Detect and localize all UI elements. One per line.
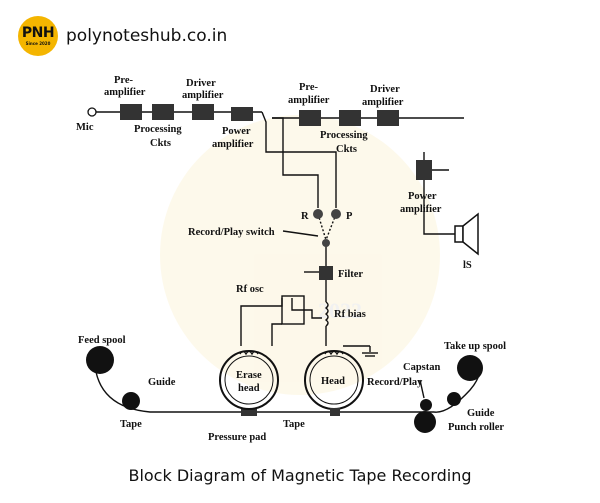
- guide-left-icon: [122, 392, 140, 410]
- label-guide-right: Guide: [467, 408, 495, 419]
- label-driver-amplifier-1-a: Driver: [186, 78, 216, 89]
- label-ls: lS: [463, 260, 472, 271]
- label-rf-osc: Rf osc: [236, 284, 264, 295]
- label-record-play-switch: Record/Play switch: [188, 227, 275, 238]
- guide-right-icon: [447, 392, 461, 406]
- switch-contact-r: [313, 209, 323, 219]
- label-erase-head-b: head: [238, 383, 260, 394]
- label-capstan: Capstan: [403, 362, 441, 373]
- label-punch-roller: Punch roller: [448, 422, 504, 433]
- watermark-year: 2022: [318, 298, 362, 323]
- label-driver-amplifier-2-b: amplifier: [362, 97, 404, 108]
- power-amplifier-1-block: [231, 107, 253, 121]
- power-amplifier-2-block: [416, 160, 432, 180]
- label-processing-1-a: Processing: [134, 124, 182, 135]
- pnh-logo-icon: PNH Since 2020: [18, 16, 58, 56]
- pre-amplifier-1-block: [120, 104, 142, 120]
- processing-2-block: [339, 110, 361, 126]
- mic-input-icon: [87, 107, 97, 117]
- label-p: P: [346, 211, 353, 222]
- label-guide-left: Guide: [148, 377, 176, 388]
- label-pre-amplifier-1-a: Pre-: [114, 75, 134, 86]
- label-processing-2-a: Processing: [320, 130, 368, 141]
- processing-1-block: [152, 104, 174, 120]
- label-power-amplifier-2-b: amplifier: [400, 204, 442, 215]
- label-tape-left: Tape: [120, 419, 142, 430]
- site-header: PNH Since 2020 polynoteshub.co.in: [18, 16, 227, 56]
- label-power-amplifier-2-a: Power: [408, 191, 437, 202]
- diagram-caption: Block Diagram of Magnetic Tape Recording: [128, 466, 472, 485]
- loudspeaker-icon: [454, 212, 479, 256]
- label-rf-bias: Rf bias: [334, 309, 366, 320]
- switch-pivot: [322, 239, 330, 247]
- label-pressure-pad: Pressure pad: [208, 432, 266, 443]
- driver-amplifier-1-block: [192, 104, 214, 120]
- erase-head-icon: [219, 350, 279, 410]
- take-up-spool-icon: [457, 355, 483, 381]
- label-take-up-spool: Take up spool: [444, 341, 506, 352]
- label-power-amplifier-1-a: Power: [222, 126, 251, 137]
- diagram-labels: Pre- amplifier Driver amplifier Mic Proc…: [76, 75, 506, 443]
- logo-text: PNH: [21, 25, 55, 41]
- feed-spool-icon: [86, 346, 114, 374]
- driver-amplifier-2-block: [377, 110, 399, 126]
- label-tape-mid: Tape: [283, 419, 305, 430]
- label-feed-spool: Feed spool: [78, 335, 126, 346]
- label-filter: Filter: [338, 269, 363, 280]
- label-power-amplifier-1-b: amplifier: [212, 139, 254, 150]
- label-pre-amplifier-2-a: Pre-: [299, 82, 319, 93]
- label-r: R: [301, 211, 309, 222]
- label-processing-2-b: Ckts: [336, 144, 357, 155]
- watermark: 2022: [160, 115, 440, 395]
- switch-contact-p: [331, 209, 341, 219]
- blocks: [120, 104, 432, 416]
- logo-small-text: Since 2020: [25, 41, 51, 46]
- capstan-icon: [420, 399, 432, 411]
- pre-amplifier-2-block: [299, 110, 321, 126]
- label-head: Head: [321, 376, 345, 387]
- site-name[interactable]: polynoteshub.co.in: [66, 26, 228, 46]
- pressure-pad-block: [241, 408, 257, 416]
- label-record-play: Record/Play: [367, 377, 423, 388]
- label-driver-amplifier-1-b: amplifier: [182, 90, 224, 101]
- label-processing-1-b: Ckts: [150, 138, 171, 149]
- label-mic: Mic: [76, 122, 94, 133]
- filter-block: [319, 266, 333, 280]
- label-pre-amplifier-1-b: amplifier: [104, 87, 146, 98]
- label-erase-head-a: Erase: [236, 370, 262, 381]
- label-driver-amplifier-2-a: Driver: [370, 84, 400, 95]
- label-pre-amplifier-2-b: amplifier: [288, 95, 330, 106]
- punch-roller-icon: [414, 411, 436, 433]
